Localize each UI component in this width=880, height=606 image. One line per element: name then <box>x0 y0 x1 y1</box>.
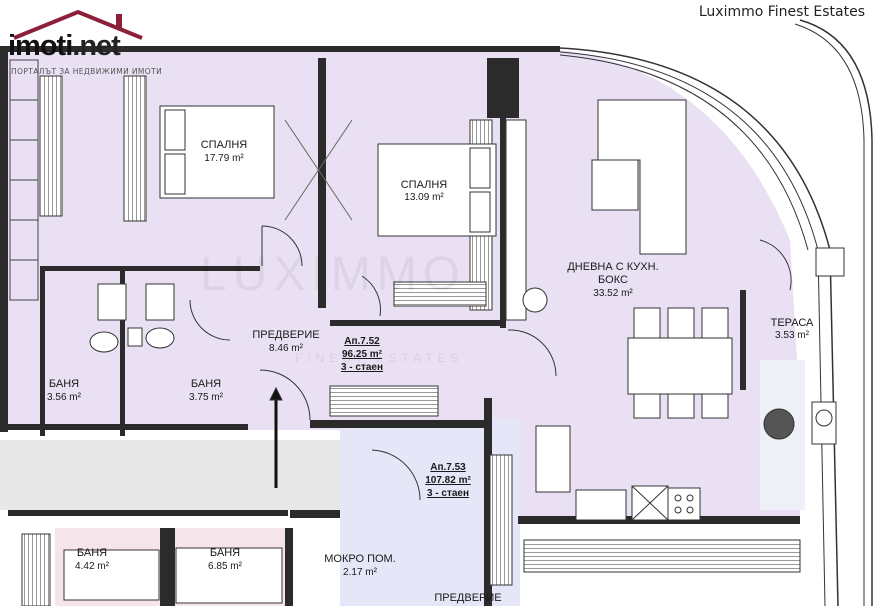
hall2-name: ПРЕДВЕРИЕ <box>434 592 501 604</box>
terrace-wall <box>740 290 746 390</box>
brand-name: Luximmo Finest Estates <box>698 4 865 20</box>
living-name-2: БОКС <box>598 274 628 286</box>
bath4-area: 6.85 m² <box>208 561 243 572</box>
bath2-area: 3.75 m² <box>189 392 224 403</box>
logo-tagline: ПОРТАЛЪТ ЗА НЕДВИЖИМИ ИМОТИ <box>11 67 163 76</box>
top-wall <box>0 46 560 52</box>
wet-left-wall <box>285 528 293 606</box>
watermark-main: LUXIMMO <box>200 248 466 301</box>
imoti-logo <box>8 8 168 80</box>
column-round <box>763 408 795 440</box>
dining-table <box>627 337 733 395</box>
bath34-divider <box>160 528 175 606</box>
hall-area: 8.46 m² <box>269 343 304 354</box>
stair-hatch <box>9 59 39 301</box>
watermark-sub: FINEST ESTATES <box>295 351 464 365</box>
bath4-name: БАНЯ <box>210 547 240 559</box>
logo-wordmark: imoti.net <box>8 30 121 63</box>
logo-tld: .net <box>72 30 121 62</box>
bath-divider-wall <box>120 266 125 436</box>
bedroom1-name: СПАЛНЯ <box>201 139 248 151</box>
bath-top-wall <box>40 266 260 271</box>
living-area: 33.52 m² <box>593 288 633 299</box>
bedroom1-area: 17.79 m² <box>204 153 244 164</box>
house-roof-icon <box>13 9 143 40</box>
bedroom2-name: СПАЛНЯ <box>401 179 448 191</box>
stove <box>667 487 701 521</box>
corridor-fill <box>0 440 340 510</box>
bath3-name: БАНЯ <box>77 547 107 559</box>
watermark: LUXIMMO FINEST ESTATES <box>200 248 466 365</box>
bedroom2-area: 13.09 m² <box>404 192 444 203</box>
bath-fixtures <box>63 283 283 604</box>
wet-name: МОКРО ПОМ. <box>324 553 396 565</box>
wet-area: 2.17 m² <box>343 567 378 578</box>
bath1-name: БАНЯ <box>49 378 79 390</box>
hall-name: ПРЕДВЕРИЕ <box>252 329 319 341</box>
bath1-area: 3.56 m² <box>47 392 82 403</box>
bedroom2-right-wall <box>500 118 506 328</box>
living-fill <box>520 50 800 520</box>
bedroom2-bottom-wall <box>330 320 506 326</box>
terrace-name: ТЕРАСА <box>771 317 814 329</box>
apt753-type: 3 - стаен <box>427 488 469 499</box>
sink <box>575 489 627 521</box>
apt753-area: 107.82 m² <box>425 475 471 486</box>
terrace-area: 3.53 m² <box>775 330 810 341</box>
column <box>487 58 519 118</box>
apt752-area: 96.25 m² <box>342 349 383 360</box>
apt753-id: Ап.7.53 <box>430 462 466 473</box>
apt752-id: Ап.7.52 <box>344 336 380 347</box>
room-labels: СПАЛНЯ 17.79 m² СПАЛНЯ 13.09 m² ДНЕВНА С… <box>47 139 814 604</box>
logo-name: imoti <box>8 30 73 62</box>
bedroom-divider-wall <box>318 58 326 308</box>
sliding-doors <box>284 119 353 221</box>
bath-left-wall <box>40 266 45 436</box>
apt752-type: 3 - стаен <box>341 362 383 373</box>
bath2-name: БАНЯ <box>191 378 221 390</box>
bath-bottom-wall <box>8 424 248 430</box>
bath3-area: 4.42 m² <box>75 561 110 572</box>
apartment-labels: Ап.7.52 96.25 m² 3 - стаен Ап.7.53 107.8… <box>341 336 471 499</box>
living-furniture <box>522 99 845 521</box>
corridor-bottom-wall <box>8 510 288 516</box>
apt-divider-wall <box>310 420 490 428</box>
left-wall <box>0 52 8 432</box>
terrace-railing <box>559 19 873 606</box>
beds <box>159 105 497 237</box>
corridor-wall <box>290 510 340 518</box>
fridge <box>535 425 571 493</box>
kitchen-left-wall <box>484 398 492 606</box>
living-name-1: ДНЕВНА С КУХН. <box>567 261 658 273</box>
doors <box>189 225 792 501</box>
